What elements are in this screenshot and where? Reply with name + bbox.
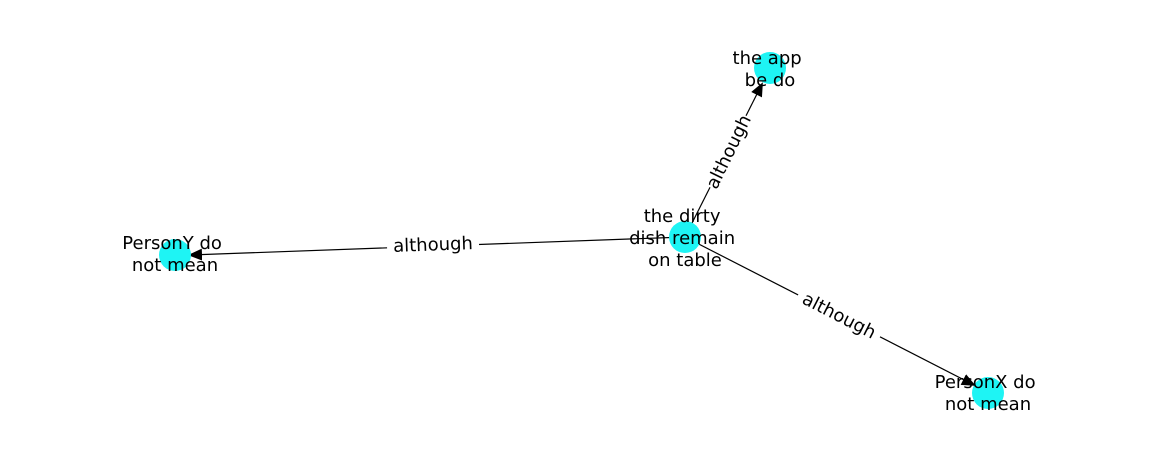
node-circle <box>159 239 191 271</box>
edge-label: although <box>393 233 473 257</box>
node-label: the app be do <box>733 48 808 91</box>
node-personx: PersonX do not mean <box>935 372 1042 415</box>
node-circle <box>669 221 701 253</box>
node-persony: PersonY do not mean <box>122 233 227 276</box>
node-circle <box>972 377 1004 409</box>
edge-label-background <box>386 230 480 260</box>
node-label: PersonY do not mean <box>122 233 227 276</box>
node-circle <box>754 52 786 84</box>
node-label: the dirty dish remain on table <box>629 206 741 271</box>
edge-center-to-persony: although <box>188 230 686 261</box>
node-app: the app be do <box>733 48 808 91</box>
edge-label-background <box>698 109 760 195</box>
edge-center-to-personx: although <box>684 236 976 386</box>
node-center: the dirty dish remain on table <box>629 206 741 271</box>
edge-label-background <box>791 282 887 350</box>
node-label: PersonX do not mean <box>935 372 1042 415</box>
